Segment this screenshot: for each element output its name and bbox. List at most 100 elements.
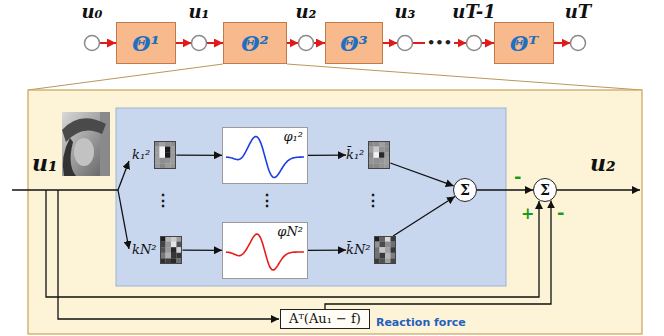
fork-wire <box>118 161 129 190</box>
flow-arrow <box>383 42 398 44</box>
signal-arrow <box>183 249 223 250</box>
reaction-box: Aᵀ(Au₁ − f) Reaction force <box>280 309 466 329</box>
function-label: φ₁² <box>283 129 303 144</box>
filter-panel <box>116 108 506 286</box>
node-heading: Reaction force <box>376 316 466 329</box>
signal-arrow <box>477 189 533 190</box>
kernel-cell <box>166 242 172 248</box>
stage-label: Θᵀ <box>510 31 538 56</box>
circle-outline <box>571 36 586 51</box>
circle-outline <box>398 36 413 51</box>
state-node: uT-1 <box>449 0 499 54</box>
signal-arrow <box>176 154 222 155</box>
stage-label: Θ² <box>241 31 269 56</box>
stage-box: Θ³ <box>325 22 383 64</box>
kernel-border <box>161 237 182 264</box>
input-image <box>62 112 110 176</box>
kernel-cell <box>171 247 177 253</box>
kernel-label: k₁² <box>132 147 150 163</box>
kernel-tile <box>160 236 182 264</box>
stage-label: Θ³ <box>340 31 368 56</box>
input-wire <box>12 189 118 190</box>
kernel-cell <box>160 152 166 158</box>
stage-box: Θ² <box>223 22 287 64</box>
kernel-cell <box>160 158 166 164</box>
kernel-cell <box>380 253 386 259</box>
sign-mark: - <box>514 166 521 188</box>
flow-arrow <box>314 42 326 44</box>
kernel-cell <box>374 158 380 164</box>
output-wire <box>557 189 640 190</box>
kernel-label: k̄N² <box>346 242 370 258</box>
kernel-border <box>369 142 390 169</box>
sum-circle: Σ <box>453 178 477 202</box>
kernel-cell <box>165 152 171 158</box>
state-node: uT <box>562 0 595 54</box>
kernel-cell <box>385 247 391 253</box>
kernel-node: k̄₁² <box>346 141 390 169</box>
kernel-cell <box>166 253 172 259</box>
signal-arrow <box>308 154 346 155</box>
kernel-label: k̄₁² <box>346 147 364 163</box>
function-label: φN² <box>277 224 303 239</box>
stage-box: Θᵀ <box>494 22 554 64</box>
kernel-cell <box>379 152 385 158</box>
kernel-cell <box>165 158 171 164</box>
signal-arrow <box>308 249 346 250</box>
ellipsis-mark: ⋮ <box>155 191 171 211</box>
sum-circle: Σ <box>533 178 557 202</box>
state-label: u₃ <box>395 0 416 24</box>
influence-plot: φN² <box>222 222 308 279</box>
state-circle <box>465 34 483 52</box>
circle-outline <box>85 36 100 51</box>
kernel-cell <box>385 253 391 259</box>
state-circle <box>396 34 414 52</box>
kernel-node: k₁² <box>132 141 176 169</box>
state-circle <box>190 34 208 52</box>
state-node: u₁ <box>186 0 213 54</box>
state-label: u₂ <box>296 0 317 24</box>
kernel-cell <box>379 147 385 153</box>
state-label: uT-1 <box>452 0 496 24</box>
influence-curve <box>226 234 304 270</box>
state-circle <box>83 34 101 52</box>
expansion-panel <box>28 90 642 334</box>
state-label: uT <box>565 0 591 24</box>
image-hair <box>63 138 76 176</box>
formula-box: Aᵀ(Au₁ − f) <box>280 309 370 329</box>
flow-arrow <box>176 42 192 44</box>
kernel-cell <box>380 242 386 248</box>
kernel-cell <box>165 147 171 153</box>
fork-wire <box>118 190 129 249</box>
circle-outline <box>192 36 207 51</box>
skip-wire <box>46 190 539 297</box>
circle-outline <box>467 36 482 51</box>
kernel-cell <box>160 147 166 153</box>
kernel-cell <box>374 147 380 153</box>
image-ground <box>62 112 110 176</box>
state-circle <box>569 34 587 52</box>
flow-arrow <box>207 42 224 44</box>
state-circle <box>297 34 315 52</box>
sign-mark: + <box>521 204 534 224</box>
formula-text: Aᵀ(Au₁ − f) <box>289 311 361 327</box>
sign-mark: - <box>557 202 564 224</box>
kernel-cell <box>385 242 391 248</box>
zoom-line <box>287 64 642 90</box>
image-background <box>100 112 110 176</box>
edge-label: ••• <box>425 36 454 50</box>
state-node: u₀ <box>79 0 106 54</box>
kernel-border <box>155 142 176 169</box>
kernel-cell <box>171 242 177 248</box>
kernel-cell <box>380 247 386 253</box>
flow-arrow <box>287 42 299 44</box>
flow-arrow <box>554 42 571 44</box>
state-node: u₂ <box>293 0 320 54</box>
stage-box: Θ¹ <box>116 22 176 64</box>
kernel-tile <box>154 141 176 169</box>
ellipsis-mark: ⋮ <box>259 191 275 211</box>
signal-arrow <box>390 163 453 186</box>
kernel-node: kN² <box>132 236 182 264</box>
flow-arrow <box>100 42 117 44</box>
kernel-cell <box>374 152 380 158</box>
